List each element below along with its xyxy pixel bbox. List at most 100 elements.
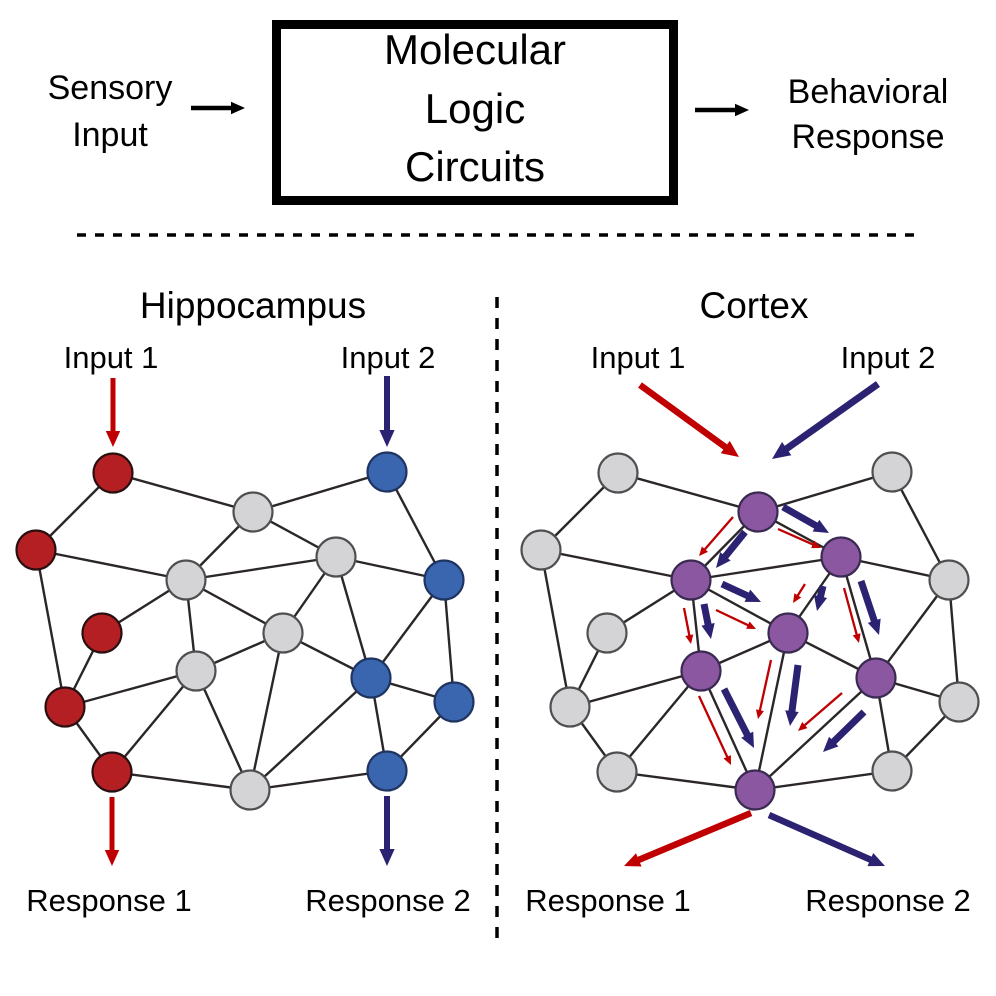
cortex-edge-n04-n12 [539, 549, 572, 708]
cortex-input2-label: Input 2 [841, 340, 936, 375]
cortex-flow-navy-arrow-2 [781, 503, 829, 533]
cortex-input1-arrow [638, 382, 739, 457]
cortex-edge-n14-n15 [616, 770, 756, 792]
cortex-flow-navy-arrow-9-shaft [830, 709, 867, 745]
cortex-gray-node-n07 [928, 559, 970, 601]
hippocampus-edge-n14-n15 [111, 770, 251, 792]
cortex-flow-red-arrow-14-head [793, 593, 802, 603]
cortex-response2-arrow-shaft [767, 812, 873, 863]
hippocampus-panel-labels: Hippocampus Input 1 Input 2 Response 1 R… [26, 285, 470, 918]
cortex-network-nodes [520, 451, 980, 811]
cortex-edge-n10-n14 [616, 670, 702, 773]
sensory-input-label-line2: Input [72, 116, 148, 154]
cortex-flow-navy-arrow-9-head [823, 736, 839, 752]
cortex-flow-red-arrow-10-head [699, 546, 708, 556]
hippocampus-red-node-n04 [15, 529, 57, 571]
cortex-flow-navy-arrow-1 [716, 529, 748, 568]
cortex-response2-arrow-head [867, 852, 885, 867]
cortex-edge-n01-n03 [617, 471, 759, 514]
cortex-edge-n15-n16 [754, 769, 893, 792]
hippocampus-response2-arrow-head [379, 849, 395, 866]
cortex-gray-node-n04 [520, 529, 562, 571]
hippocampus-gray-node-n03 [232, 491, 274, 533]
cortex-flow-red-arrow-17 [697, 695, 731, 765]
hippocampus-edge-n05-n06 [185, 555, 337, 582]
cortex-flow-red-arrow-16 [755, 659, 773, 719]
cortex-flow-navy-arrow-3-shaft [720, 580, 750, 600]
divider-lines [77, 233, 918, 940]
cortex-flow-navy-arrow-7 [785, 664, 802, 726]
hippocampus-gray-node-n06 [315, 536, 357, 578]
cortex-flow-navy-arrow-5-shaft [816, 585, 827, 599]
hippocampus-blue-node-n11 [350, 657, 392, 699]
cortex-flow-navy-arrow-5-head [813, 594, 828, 611]
hippocampus-network-nodes [15, 451, 475, 811]
cortex-flow-red-arrow-10-shaft [703, 516, 734, 551]
cortex-flow-red-arrow-10 [699, 516, 734, 556]
hippocampus-edge-n02-n03 [252, 470, 388, 514]
cortex-response1-label: Response 1 [525, 883, 690, 918]
hippocampus-input2-arrow [379, 376, 395, 447]
header-input-arrow-head [231, 101, 245, 115]
cortex-purple-node-n11 [855, 657, 897, 699]
cortex-purple-node-n10 [680, 650, 722, 692]
cortex-purple-node-n03 [737, 491, 779, 533]
cortex-flow-navy-arrow-8-shaft [720, 687, 751, 738]
hippocampus-response1-arrow [104, 797, 120, 866]
cortex-purple-node-n09 [767, 612, 809, 654]
hippocampus-blue-node-n13 [433, 681, 475, 723]
hippocampus-input1-arrow-head [105, 431, 121, 447]
cortex-flow-red-arrow-17-shaft [697, 695, 729, 759]
cortex-edge-n06-n11 [839, 556, 878, 679]
cortex-purple-node-n15 [734, 769, 776, 811]
header-input-arrow [191, 101, 245, 115]
cortex-flow-red-arrow-12-shaft [715, 608, 750, 627]
hippocampus-input1-label: Input 1 [64, 340, 159, 375]
cortex-flow-red-arrow-15-shaft [842, 587, 859, 636]
cortex-flow-navy-arrow-3 [720, 580, 761, 602]
cortex-edge-n11-n15 [754, 677, 877, 791]
cortex-gray-node-n08 [586, 612, 628, 654]
cortex-edge-n05-n06 [690, 555, 842, 582]
cortex-gray-node-n02 [871, 451, 913, 493]
cortex-gray-node-n01 [597, 452, 639, 494]
cortex-flow-red-arrow-11 [777, 527, 821, 549]
sensory-input-label-line1: Sensory [48, 69, 173, 107]
hippocampus-edge-n11-n15 [249, 677, 372, 791]
cortex-input1-label: Input 1 [591, 340, 686, 375]
hippocampus-edge-n10-n15 [194, 670, 252, 791]
cortex-panel-labels: Cortex Input 1 Input 2 Response 1 Respon… [525, 285, 970, 918]
cortex-response1-arrow-head [624, 853, 642, 867]
cortex-flow-navy-arrow-2-shaft [781, 503, 819, 530]
cortex-flow-navy-arrow-6-head [867, 618, 881, 635]
cortex-flow-navy-arrow-9 [823, 709, 867, 752]
cortex-edge-n02-n03 [757, 470, 893, 514]
cortex-flow-red-arrow-13-shaft [682, 607, 691, 637]
cortex-flow-navy-arrow-2-head [812, 519, 829, 533]
hippocampus-edge-n01-n03 [112, 471, 254, 514]
cortex-response1-arrow-shaft [636, 810, 753, 864]
hippocampus-red-node-n08 [81, 612, 123, 654]
cortex-flow-red-arrow-12 [715, 608, 756, 629]
hippocampus-edge-n04-n05 [35, 548, 187, 582]
hippocampus-red-node-n01 [92, 452, 134, 494]
cortex-flow-red-arrow-17-head [723, 755, 731, 765]
hippocampus-blue-node-n02 [366, 451, 408, 493]
cortex-purple-node-n06 [820, 536, 862, 578]
hippocampus-edge-n15-n16 [249, 769, 388, 792]
cortex-input1-arrow-shaft [638, 382, 728, 451]
cortex-flow-navy-arrow-6-shaft [857, 579, 878, 623]
hippocampus-response2-label: Response 2 [305, 883, 470, 918]
box-title-line2: Logic [425, 85, 525, 132]
hippocampus-response2-arrow [379, 796, 395, 866]
cortex-flow-red-arrow-18-shaft [803, 692, 843, 727]
cortex-response2-label: Response 2 [805, 883, 970, 918]
hippocampus-blue-node-n16 [366, 750, 408, 792]
box-title-line1: Molecular [384, 26, 566, 73]
cortex-edge-n09-n15 [753, 632, 790, 791]
cortex-purple-node-n05 [670, 559, 712, 601]
hippocampus-gray-node-n09 [262, 612, 304, 654]
hippocampus-edge-n04-n12 [34, 549, 67, 708]
hippocampus-input1-arrow [105, 378, 121, 447]
